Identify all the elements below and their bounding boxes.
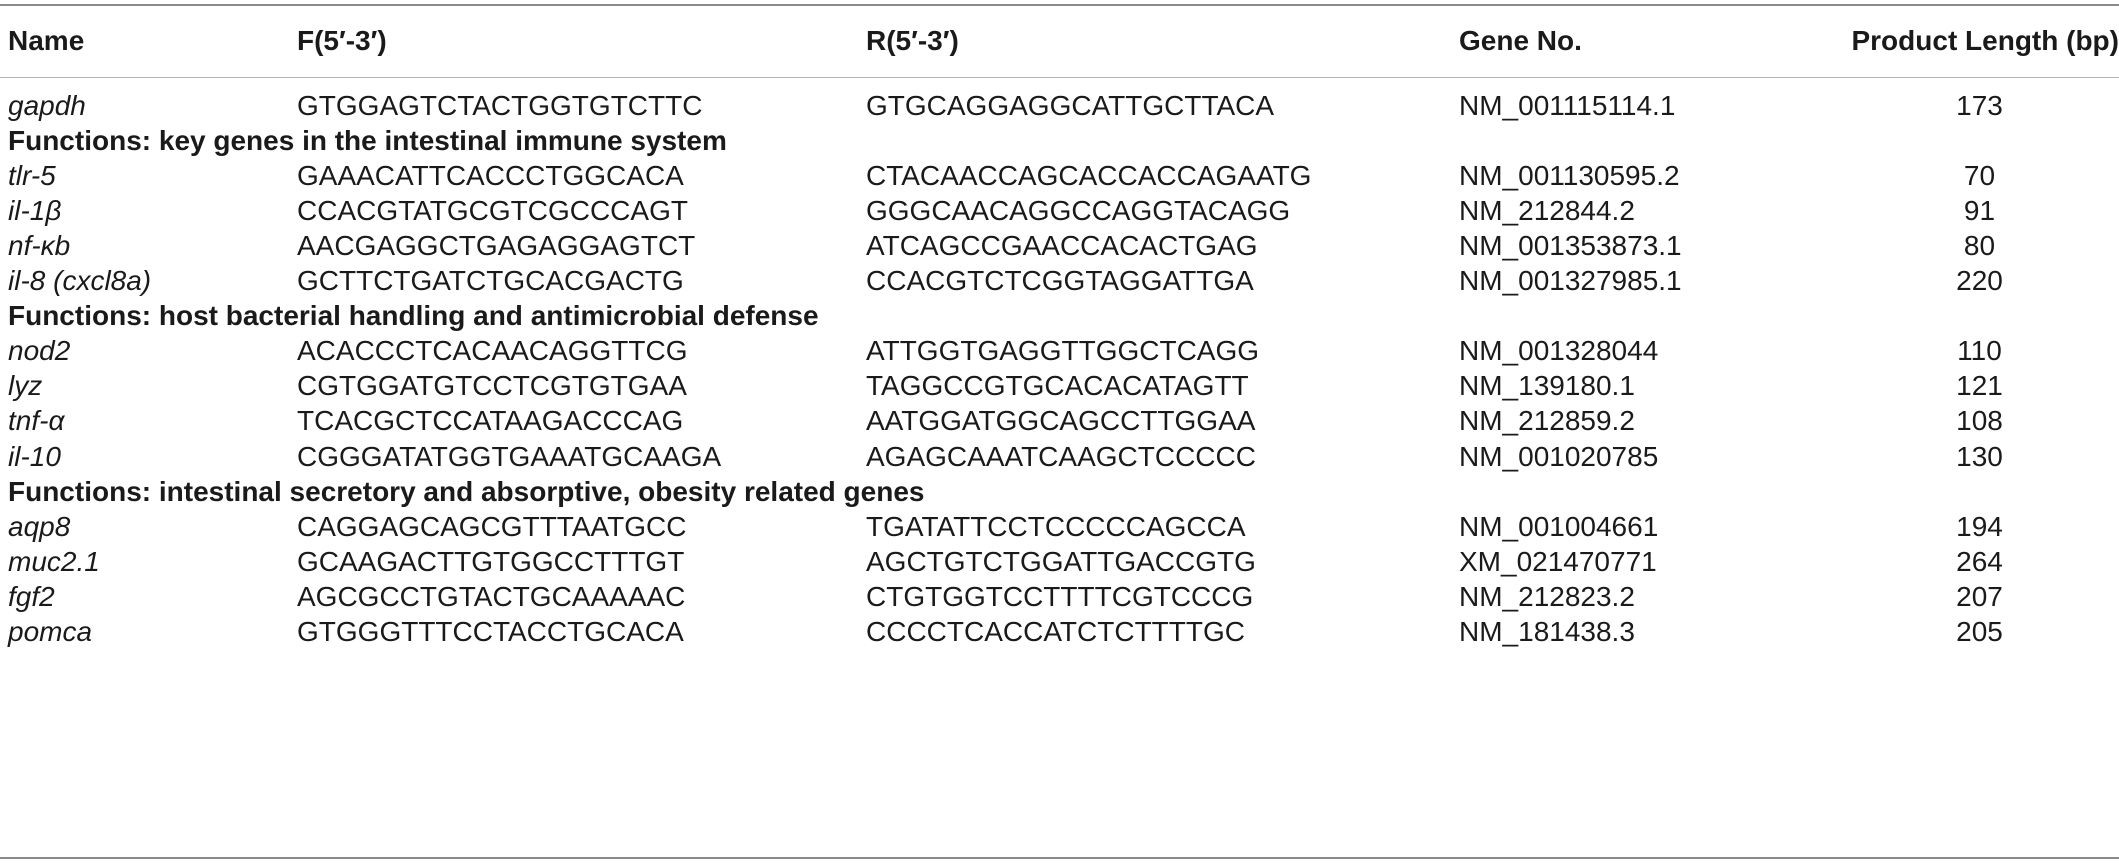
reverse-primer-cell: TAGGCCGTGCACACATAGTT xyxy=(866,370,1249,401)
gene-number-cell: NM_001327985.1 xyxy=(1459,265,1682,296)
table-header-row: Name F(5′-3′) R(5′-3′) Gene No. Product … xyxy=(0,18,2119,64)
gene-name-cell: nod2 xyxy=(8,335,71,366)
table-row: lyz CGTGGATGTCCTCGTGTGAA TAGGCCGTGCACACATA… xyxy=(0,362,2119,409)
forward-primer-cell: ACACCCTCACAACAGGTTCG xyxy=(297,335,688,366)
forward-primer-cell: GTGGAGTCTACTGGTGTCTTC xyxy=(297,90,703,121)
forward-primer-cell: CAGGAGCAGCGTTTAATGCC xyxy=(297,511,687,542)
gene-name-cell: muc2.1 xyxy=(8,546,100,577)
product-length-cell: 80 xyxy=(1963,230,1996,261)
gene-number-cell: NM_001020785 xyxy=(1459,441,1659,472)
gene-name-cell: il-10 xyxy=(8,441,61,472)
reverse-primer-cell: ATCAGCCGAACCACACTGAG xyxy=(866,230,1258,261)
gene-number-cell: NM_181438.3 xyxy=(1459,616,1635,647)
reverse-primer-cell: GGGCAACAGGCCAGGTACAGG xyxy=(866,195,1291,226)
gene-number-cell: NM_001353873.1 xyxy=(1459,230,1682,261)
reverse-primer-cell: GTGCAGGAGGCATTGCTTACA xyxy=(866,90,1275,121)
table-row: il-10 CGGGATATGGTGAAATGCAAGA AGAGCAAATCAAG… xyxy=(0,433,2119,480)
header-divider xyxy=(0,77,2119,78)
forward-primer-cell: GAAACATTCACCCTGGCACA xyxy=(297,160,684,191)
table-row: nod2 ACACCCTCACAACAGGTTCG ATTGGTGAGGTTGGCT… xyxy=(0,327,2119,374)
gene-number-cell: NM_212823.2 xyxy=(1459,581,1635,612)
gene-number-cell: NM_001004661 xyxy=(1459,511,1659,542)
header-gene-number: Gene No. xyxy=(1459,25,1582,56)
reverse-primer-cell: CTACAACCAGCACCACCAGAATG xyxy=(866,160,1312,191)
product-length-cell: 110 xyxy=(1957,335,2002,366)
table-row: il-8 (cxcl8a) GCTTCTGATCTGCACGACTG CCACGTC… xyxy=(0,257,2119,304)
reverse-primer-cell: AGCTGTCTGGATTGACCGTG xyxy=(866,546,1256,577)
gene-name-cell: fgf2 xyxy=(8,581,55,612)
forward-primer-cell: CGGGATATGGTGAAATGCAAGA xyxy=(297,441,722,472)
reverse-primer-cell: ATTGGTGAGGTTGGCTCAGG xyxy=(866,335,1260,366)
section-heading: Functions: host bacterial handling and a… xyxy=(8,300,819,331)
table-bottom-rule xyxy=(0,857,2119,859)
gene-number-cell: NM_212844.2 xyxy=(1459,195,1635,226)
product-length-cell: 207 xyxy=(1956,581,2003,612)
table-row: fgf2 AGCGCCTGTACTGCAAAAAC CTGTGGTCCTTTTCGT… xyxy=(0,573,2119,620)
gene-name-cell: lyz xyxy=(8,370,43,401)
table-row: aqp8 CAGGAGCAGCGTTTAATGCC TGATATTCCTCCCCCA… xyxy=(0,503,2119,550)
gene-number-cell: XM_021470771 xyxy=(1459,546,1657,577)
product-length-cell: 130 xyxy=(1956,441,2003,472)
reverse-primer-cell: AGAGCAAATCAAGCTCCCCC xyxy=(866,441,1256,472)
reverse-primer-cell: CCCCTCACCATCTCTTTTGC xyxy=(866,616,1245,647)
reverse-primer-cell: TGATATTCCTCCCCCAGCCA xyxy=(866,511,1246,542)
table-row: tnf-α TCACGCTCCATAAGACCCAG AATGGATGGCAGCCT… xyxy=(0,397,2119,444)
forward-primer-cell: AACGAGGCTGAGAGGAGTCT xyxy=(297,230,696,261)
product-length-cell: 70 xyxy=(1963,160,1996,191)
gene-name-cell: il-8 (cxcl8a) xyxy=(8,265,152,296)
gene-name-cell: aqp8 xyxy=(8,511,71,542)
product-length-cell: 91 xyxy=(1963,195,1996,226)
gene-name-cell: tlr-5 xyxy=(8,160,56,191)
forward-primer-cell: TCACGCTCCATAAGACCCAG xyxy=(297,405,684,436)
header-forward-primer: F(5′-3′) xyxy=(297,25,387,56)
section-heading: Functions: key genes in the intestinal i… xyxy=(8,125,727,156)
table-row: il-1β CCACGTATGCGTCGCCCAGT GGGCAACAGGCCAGG… xyxy=(0,187,2119,234)
product-length-cell: 121 xyxy=(1956,370,2003,401)
forward-primer-cell: CGTGGATGTCCTCGTGTGAA xyxy=(297,370,687,401)
reverse-primer-cell: CCACGTCTCGGTAGGATTGA xyxy=(866,265,1254,296)
gene-number-cell: NM_212859.2 xyxy=(1459,405,1635,436)
forward-primer-cell: GTGGGTTTCCTACCTGCACA xyxy=(297,616,684,647)
header-product-length: Product Length (bp) xyxy=(1851,25,2119,56)
gene-name-cell: tnf-α xyxy=(8,405,65,436)
forward-primer-cell: AGCGCCTGTACTGCAAAAAC xyxy=(297,581,686,612)
header-name: Name xyxy=(8,25,85,56)
table-row: nf-κb AACGAGGCTGAGAGGAGTCT ATCAGCCGAACCACA… xyxy=(0,222,2119,269)
header-reverse-primer: R(5′-3′) xyxy=(866,25,959,56)
table-row: tlr-5 GAAACATTCACCCTGGCACA CTACAACCAGCACCA… xyxy=(0,152,2119,199)
product-length-cell: 205 xyxy=(1956,616,2003,647)
section-heading: Functions: intestinal secretory and abso… xyxy=(8,476,925,507)
gene-name-cell: gapdh xyxy=(8,90,86,121)
forward-primer-cell: GCTTCTGATCTGCACGACTG xyxy=(297,265,684,296)
product-length-cell: 264 xyxy=(1956,546,2003,577)
product-length-cell: 220 xyxy=(1956,265,2003,296)
product-length-cell: 194 xyxy=(1956,511,2003,542)
gene-name-cell: pomca xyxy=(8,616,93,647)
forward-primer-cell: CCACGTATGCGTCGCCCAGT xyxy=(297,195,688,226)
gene-name-cell: il-1β xyxy=(8,195,62,226)
table-row: gapdh GTGGAGTCTACTGGTGTCTTC GTGCAGGAGGCATT… xyxy=(0,82,2119,129)
reverse-primer-cell: AATGGATGGCAGCCTTGGAA xyxy=(866,405,1256,436)
gene-number-cell: NM_139180.1 xyxy=(1459,370,1635,401)
forward-primer-cell: GCAAGACTTGTGGCCTTTGT xyxy=(297,546,685,577)
reverse-primer-cell: CTGTGGTCCTTTTCGTCCCG xyxy=(866,581,1254,612)
table-top-rule xyxy=(0,4,2119,6)
table-row: pomca GTGGGTTTCCTACCTGCACA CCCCTCACCATCTCT… xyxy=(0,608,2119,655)
table-row: muc2.1 GCAAGACTTGTGGCCTTTGT AGCTGTCTGGATTG… xyxy=(0,538,2119,585)
gene-number-cell: NM_001328044 xyxy=(1459,335,1659,366)
product-length-cell: 108 xyxy=(1956,405,2003,436)
gene-number-cell: NM_001115114.1 xyxy=(1459,90,1676,121)
product-length-cell: 173 xyxy=(1956,90,2003,121)
gene-number-cell: NM_001130595.2 xyxy=(1459,160,1680,191)
gene-name-cell: nf-κb xyxy=(8,230,71,261)
